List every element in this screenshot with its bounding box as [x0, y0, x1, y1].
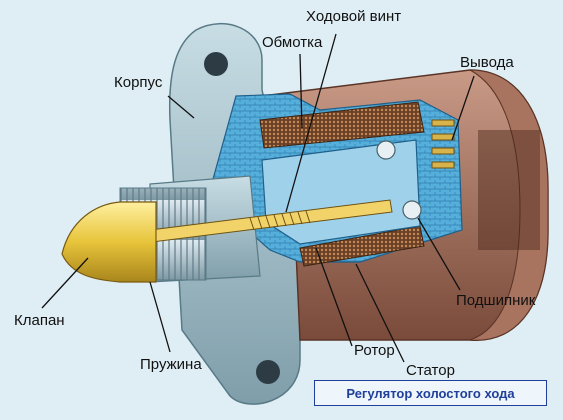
terminal-pins: [431, 119, 455, 169]
bearing-ball-lower: [402, 200, 422, 220]
winding-coil-upper: [259, 101, 425, 149]
leader-valve: [41, 257, 89, 309]
leader-lines: [41, 33, 475, 363]
label-valve: Клапан: [14, 312, 65, 329]
label-rotor: Ротор: [354, 342, 395, 359]
bearing-ball-upper: [376, 140, 396, 160]
label-spring: Пружина: [140, 356, 202, 373]
diagram-caption: Регулятор холостого хода: [314, 380, 547, 406]
label-winding: Обмотка: [262, 34, 323, 51]
lead-screw-threads: [249, 210, 311, 231]
leader-housing: [167, 95, 195, 119]
label-terminals: Вывода: [460, 54, 514, 71]
leader-bearing: [417, 217, 461, 291]
label-lead-screw: Ходовой винт: [306, 8, 402, 25]
leader-winding: [299, 53, 303, 129]
label-bearing: Подшипник: [456, 292, 536, 309]
valve-cone: [61, 201, 157, 283]
winding-coil-lower: [299, 225, 425, 267]
flange-hole-top: [204, 52, 228, 76]
leader-lead-screw: [285, 33, 337, 213]
stator-shell-end-cap: [469, 69, 549, 341]
leader-spring: [149, 281, 171, 353]
leader-stator: [355, 263, 405, 363]
leader-rotor: [315, 247, 353, 347]
label-housing: Корпус: [114, 74, 163, 91]
stator-shell-slot: [478, 130, 540, 250]
leader-terminals: [451, 75, 475, 141]
flange-hole-bottom: [256, 360, 280, 384]
label-stator: Статор: [406, 362, 455, 379]
